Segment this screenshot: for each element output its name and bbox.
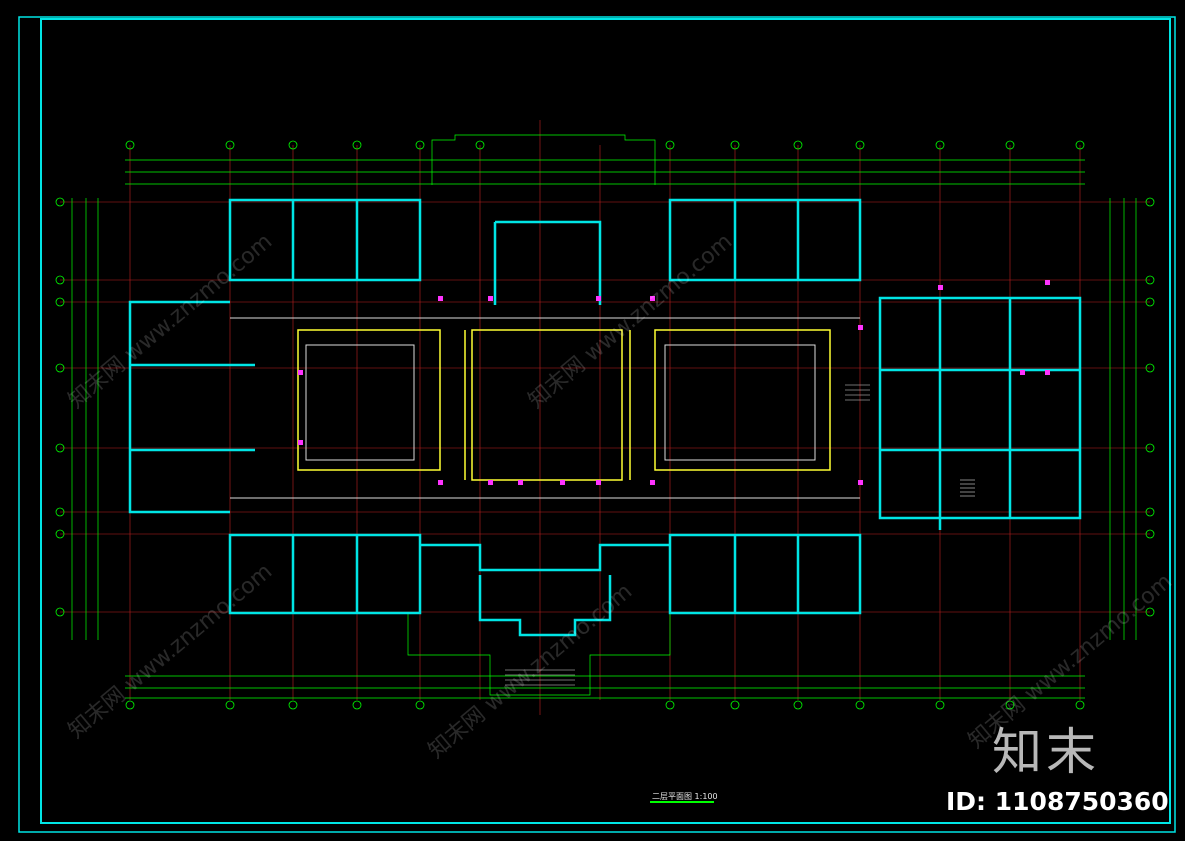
axis-bubbles <box>55 140 1155 710</box>
drawing-caption: 二层平面图 1:100 <box>652 792 718 801</box>
dimension-lines <box>71 134 1137 699</box>
id-label: ID: 1108750360 <box>946 787 1169 816</box>
corridor-walls <box>230 317 860 499</box>
courtyards <box>297 329 831 481</box>
brand-logo: 知末 <box>992 723 1100 781</box>
columns <box>298 280 1050 485</box>
walls <box>128 198 1082 637</box>
outer-frame <box>18 16 1176 833</box>
caption-underline <box>650 801 714 803</box>
inner-frame <box>40 18 1171 824</box>
stairs <box>505 384 975 686</box>
